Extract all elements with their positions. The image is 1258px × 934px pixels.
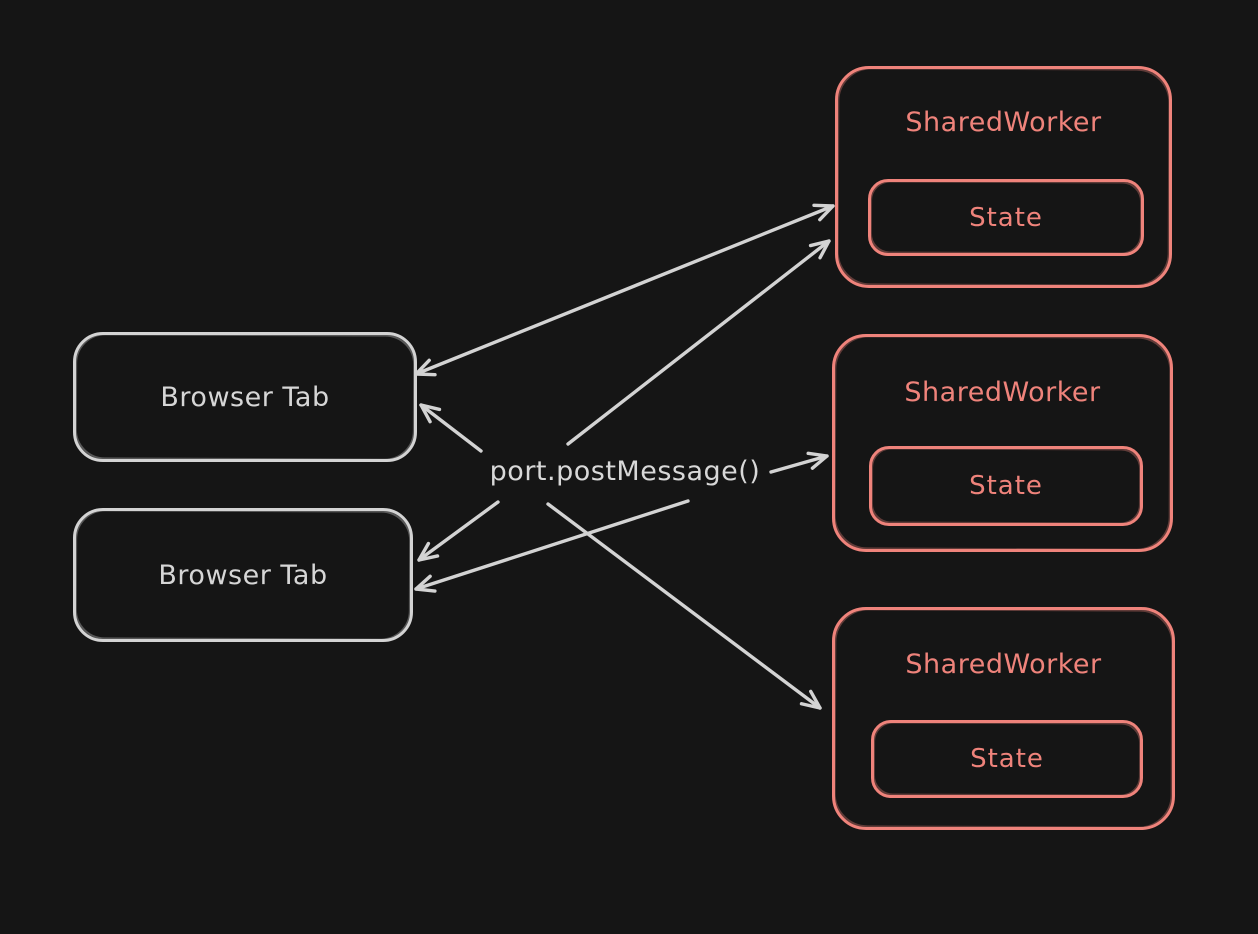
post-message-label: port.postMessage() (489, 456, 761, 487)
arrow-message-to-tab2-lower[interactable] (414, 499, 690, 593)
browser-tab-2-label: Browser Tab (158, 559, 328, 591)
shared-worker-1-state-box[interactable]: State (868, 179, 1144, 256)
arrow-tab1-worker1-link[interactable] (414, 203, 835, 377)
shared-worker-1-state-label: State (969, 202, 1043, 233)
shared-worker-3-state-label: State (970, 744, 1044, 774)
node-shared-worker-3[interactable]: SharedWorker State (832, 607, 1175, 830)
node-browser-tab-1[interactable]: Browser Tab (73, 332, 417, 462)
arrow-message-to-worker1[interactable] (566, 239, 831, 446)
node-shared-worker-1[interactable]: SharedWorker State (835, 66, 1172, 288)
arrow-message-to-tab1[interactable] (419, 403, 483, 453)
node-shared-worker-2[interactable]: SharedWorker State (832, 334, 1173, 552)
shared-worker-2-state-box[interactable]: State (869, 446, 1143, 526)
shared-worker-1-label: SharedWorker (905, 107, 1102, 138)
shared-worker-2-label: SharedWorker (904, 377, 1101, 408)
browser-tab-1-label: Browser Tab (160, 381, 330, 413)
arrow-message-to-worker2[interactable] (769, 451, 829, 474)
arrow-message-to-tab2-upper[interactable] (417, 500, 500, 562)
arrow-message-to-worker3[interactable] (546, 502, 822, 710)
shared-worker-2-state-label: State (969, 471, 1043, 501)
shared-worker-3-label: SharedWorker (905, 649, 1102, 680)
node-browser-tab-2[interactable]: Browser Tab (73, 508, 413, 642)
shared-worker-3-state-box[interactable]: State (871, 720, 1143, 798)
